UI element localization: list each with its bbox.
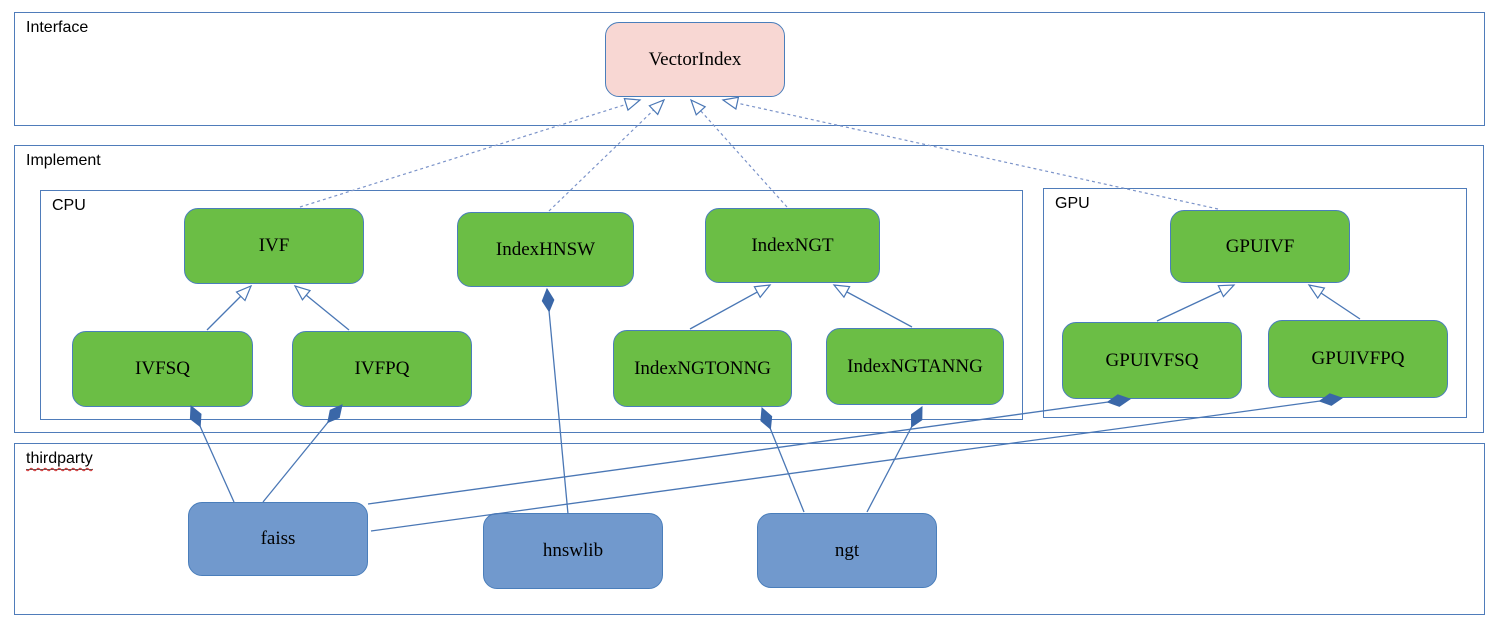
container-thirdparty-label: thirdparty — [26, 450, 93, 470]
node-ivfsq: IVFSQ — [72, 331, 253, 407]
node-indexngtonng: IndexNGTONNG — [613, 330, 792, 407]
node-hnswlib: hnswlib — [483, 513, 663, 589]
node-gpuivfpq-label: GPUIVFPQ — [1311, 348, 1405, 369]
node-indexngt-label: IndexNGT — [751, 234, 834, 256]
node-gpuivf: GPUIVF — [1170, 210, 1350, 283]
container-interface-label: Interface — [26, 19, 89, 36]
node-ivfpq: IVFPQ — [292, 331, 472, 407]
node-ivfpq-label: IVFPQ — [354, 358, 410, 379]
node-indexhnsw: IndexHNSW — [457, 212, 634, 287]
node-ivf-label: IVF — [258, 235, 290, 256]
node-faiss: faiss — [188, 502, 368, 576]
node-faiss-label: faiss — [260, 528, 296, 549]
node-ivf: IVF — [184, 208, 364, 284]
node-indexngtanng: IndexNGTANNG — [826, 328, 1004, 405]
node-ngt: ngt — [757, 513, 937, 588]
node-ngt-label: ngt — [834, 539, 860, 561]
node-vectorindex: VectorIndex — [605, 22, 785, 97]
node-gpuivf-label: GPUIVF — [1225, 235, 1295, 257]
node-gpuivfpq: GPUIVFPQ — [1268, 320, 1448, 398]
node-gpuivfsq-label: GPUIVFSQ — [1105, 349, 1199, 371]
node-indexngtonng-label: IndexNGTONNG — [634, 357, 771, 379]
node-hnswlib-label: hnswlib — [542, 540, 604, 561]
node-vectorindex-label: VectorIndex — [648, 48, 742, 70]
container-implement-label: Implement — [26, 152, 101, 169]
node-gpuivfsq: GPUIVFSQ — [1062, 322, 1242, 399]
container-gpu-label: GPU — [1055, 195, 1090, 212]
node-indexhnsw-label: IndexHNSW — [495, 238, 596, 260]
node-indexngtanng-label: IndexNGTANNG — [847, 355, 983, 377]
node-indexngt: IndexNGT — [705, 208, 880, 283]
container-cpu-label: CPU — [52, 197, 86, 214]
node-ivfsq-label: IVFSQ — [135, 358, 190, 379]
